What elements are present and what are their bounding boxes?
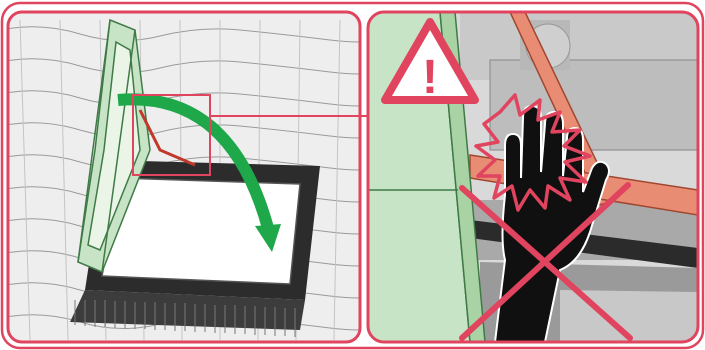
hinge-strut bbox=[138, 109, 196, 167]
warning-triangle-icon: ! bbox=[381, 18, 479, 104]
zoom-callout-box bbox=[132, 94, 211, 176]
overview-panel bbox=[8, 12, 360, 342]
cross-icon bbox=[459, 182, 633, 341]
overview-panel-border bbox=[6, 10, 362, 344]
detail-panel-border bbox=[366, 10, 700, 344]
detail-panel: ! bbox=[368, 12, 698, 342]
pinch-burst-icon bbox=[474, 93, 592, 212]
warning-exclamation: ! bbox=[422, 51, 438, 104]
curved-arrow-icon bbox=[117, 93, 281, 252]
